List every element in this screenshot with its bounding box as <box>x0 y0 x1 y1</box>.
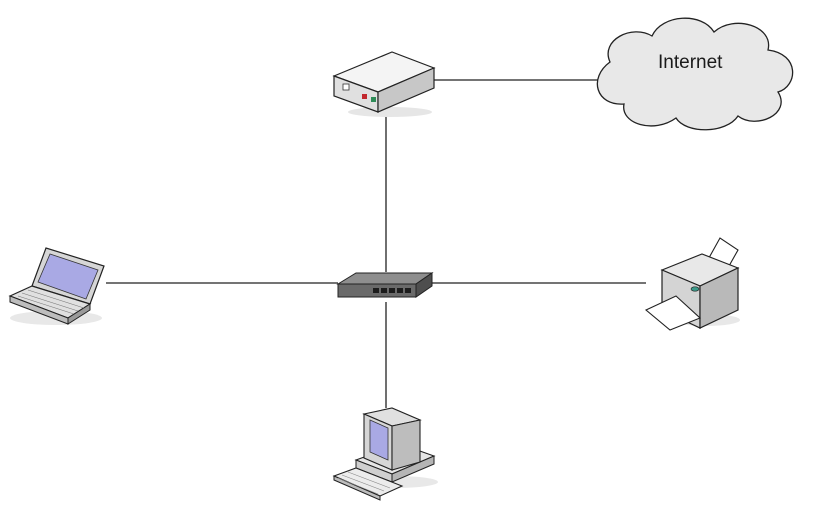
cloud-label: Internet <box>658 52 723 73</box>
printer-icon <box>644 237 740 331</box>
connections <box>106 79 646 408</box>
modem-icon <box>332 51 436 117</box>
desktop-computer-icon <box>332 407 438 501</box>
laptop-icon <box>8 247 105 325</box>
cloud-icon: Internet <box>596 17 794 131</box>
network-switch-icon <box>336 272 434 298</box>
